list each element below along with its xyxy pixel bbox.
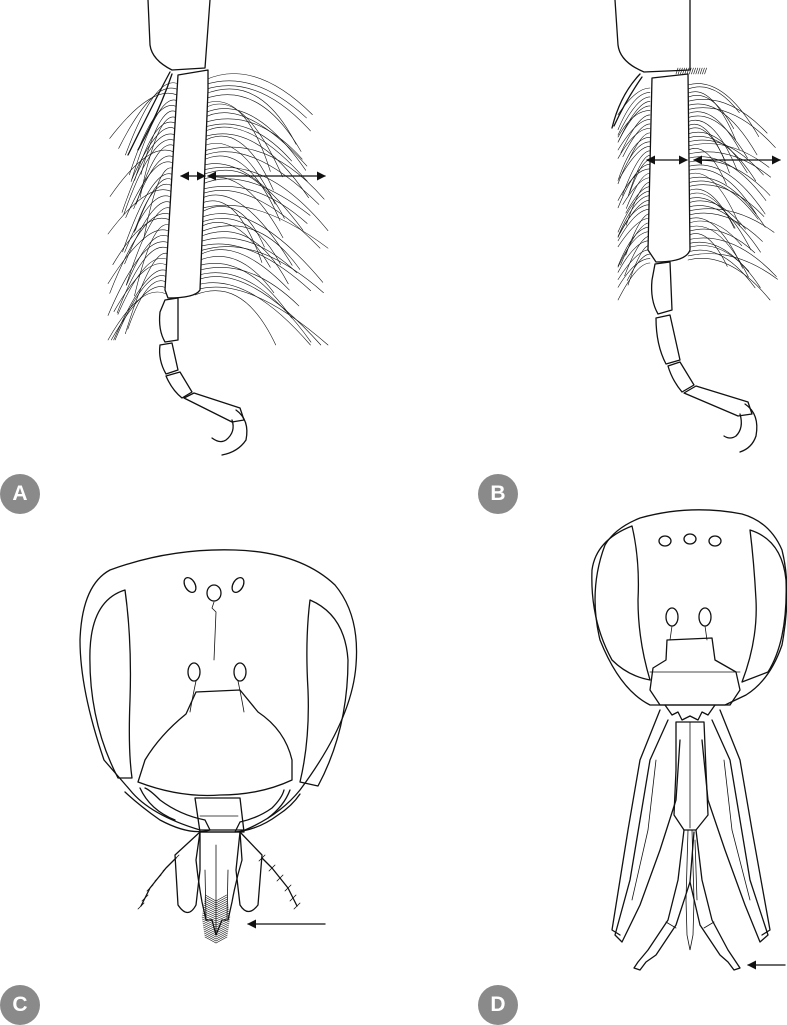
seta-line — [688, 148, 726, 184]
seta-line — [173, 855, 179, 861]
seta-line — [294, 903, 300, 909]
panel-label-c: C — [0, 985, 40, 1025]
seta-line — [110, 93, 180, 138]
seta-line — [698, 68, 700, 74]
seta-line — [688, 254, 778, 280]
panel-a-setae — [108, 74, 328, 345]
seta-line — [108, 190, 174, 234]
panel-a-drawing — [108, 0, 328, 455]
seta-line — [108, 242, 171, 316]
panel-c-palps — [138, 855, 300, 909]
seta-line — [163, 865, 169, 871]
seta-line — [141, 858, 176, 906]
seta-line — [688, 108, 775, 148]
seta-line — [196, 263, 291, 318]
seta-line — [696, 68, 698, 74]
seta-line — [688, 250, 755, 288]
seta-line — [195, 287, 328, 345]
seta-line — [124, 140, 177, 215]
seta-line — [142, 895, 148, 901]
seta-line — [688, 152, 771, 177]
panel-c-drawing — [80, 550, 357, 943]
seta-line — [123, 174, 175, 252]
seta-line — [702, 68, 704, 74]
seta-line — [683, 68, 685, 74]
seta-line — [700, 68, 702, 74]
panel-label-b: B — [478, 474, 518, 514]
seta-line — [628, 155, 650, 195]
seta-line — [132, 128, 178, 180]
seta-line — [198, 218, 280, 264]
seta-line — [688, 116, 747, 158]
panel-d-drawing — [592, 510, 787, 970]
seta-line — [694, 68, 696, 74]
seta-line — [203, 127, 308, 181]
panel-label-d: D — [478, 985, 518, 1025]
seta-line — [197, 247, 324, 293]
seta-line — [199, 214, 323, 283]
panel-b-setae — [618, 84, 778, 300]
seta-line — [147, 885, 153, 891]
seta-line — [626, 214, 650, 256]
seta-line — [618, 241, 650, 273]
seta-line — [200, 186, 307, 223]
seta-line — [202, 136, 273, 190]
panel-label-a: A — [0, 474, 40, 514]
seta-line — [195, 283, 310, 345]
seta-line — [199, 201, 262, 263]
seta-line — [195, 291, 276, 345]
seta-line — [196, 273, 311, 342]
seta-line — [687, 68, 689, 74]
seta-line — [688, 144, 769, 168]
seta-line — [199, 195, 292, 265]
seta-line — [138, 903, 144, 909]
seta-line — [688, 218, 743, 268]
panel-b-drawing — [612, 0, 780, 452]
seta-line — [688, 84, 759, 137]
seta-line — [202, 147, 325, 199]
seta-line — [628, 245, 650, 285]
seta-line — [618, 137, 650, 180]
panel-d-proboscis — [612, 710, 770, 970]
seta-line — [290, 895, 296, 901]
seta-line — [155, 875, 161, 881]
seta-line — [688, 238, 776, 277]
seta-line — [201, 170, 285, 218]
seta-line — [688, 258, 770, 300]
seta-line — [618, 209, 650, 241]
seta-line — [623, 178, 650, 205]
seta-line — [691, 68, 693, 74]
seta-line — [705, 68, 707, 74]
seta-line — [200, 179, 310, 216]
seta-line — [685, 68, 687, 74]
seta-line — [199, 206, 265, 247]
seta-line — [688, 140, 763, 175]
seta-line — [201, 167, 328, 230]
seta-line — [203, 109, 305, 171]
